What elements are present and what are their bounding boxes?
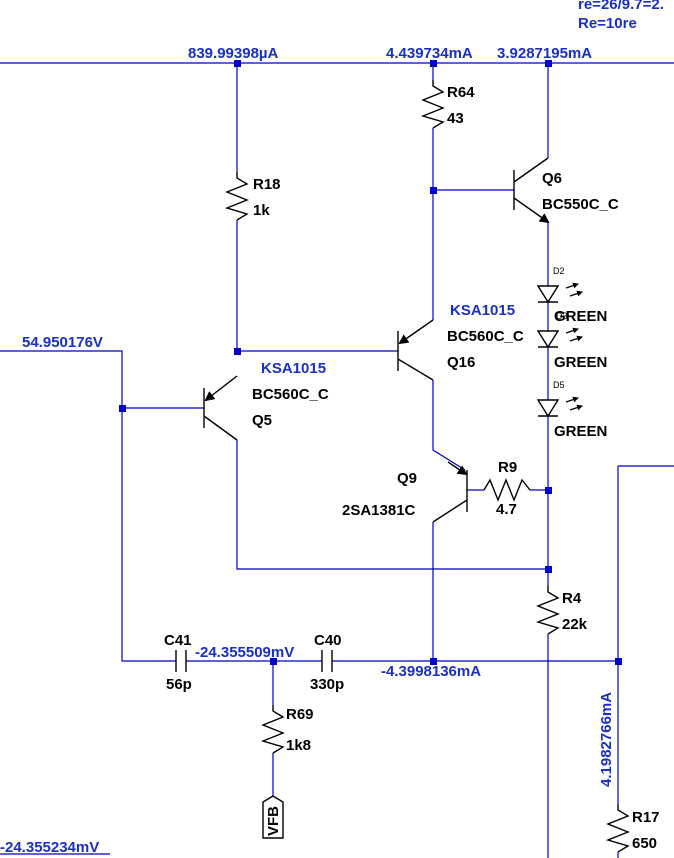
label-r9-value: 4.7 bbox=[496, 501, 517, 518]
led-d5[interactable] bbox=[536, 396, 583, 418]
label-q5-model: BC560C_C bbox=[252, 386, 329, 403]
label-v-input: 54.950176V bbox=[22, 334, 103, 351]
label-re-value: Re=10re bbox=[578, 15, 637, 32]
label-i-r64: 4.439734mA bbox=[386, 45, 473, 62]
label-r4-value: 22k bbox=[562, 616, 588, 633]
resistor-r4[interactable] bbox=[535, 586, 560, 635]
label-q16-alt: KSA1015 bbox=[450, 302, 515, 319]
led-d3[interactable] bbox=[536, 327, 583, 349]
net-label-vfb: VFB bbox=[265, 806, 282, 836]
component-labels: R64 43 R18 1k Q6 BC550C_C BC560C_C Q5 BC… bbox=[164, 84, 660, 852]
label-i-q6: 3.9287195mA bbox=[497, 45, 592, 62]
resistor-r18[interactable] bbox=[224, 172, 249, 221]
label-i-c40: -4.3998136mA bbox=[381, 663, 481, 680]
label-q6-ref: Q6 bbox=[542, 170, 562, 187]
label-d2-value: GREEN bbox=[554, 308, 607, 325]
label-v-mid: -24.355509mV bbox=[195, 644, 294, 661]
wires bbox=[0, 62, 674, 858]
label-d5-ref: D5 bbox=[553, 380, 565, 390]
label-r9-ref: R9 bbox=[498, 459, 517, 476]
transistor-q5[interactable] bbox=[203, 375, 238, 441]
resistor-r17[interactable] bbox=[605, 804, 630, 853]
label-c41-ref: C41 bbox=[164, 632, 192, 649]
label-d5-value: GREEN bbox=[554, 423, 607, 440]
label-r64-value: 43 bbox=[447, 110, 464, 127]
resistor-r9[interactable] bbox=[483, 478, 531, 502]
label-r18-value: 1k bbox=[253, 202, 270, 219]
label-q9-ref: Q9 bbox=[397, 470, 417, 487]
label-i-r18: 839.99398µA bbox=[188, 45, 279, 62]
label-r17-value: 650 bbox=[632, 835, 657, 852]
led-d2[interactable] bbox=[536, 282, 583, 304]
label-q5-ref: Q5 bbox=[252, 412, 272, 429]
net-flag-vfb[interactable]: VFB bbox=[262, 795, 284, 839]
capacitor-c40[interactable] bbox=[321, 650, 333, 672]
label-q16-ref: Q16 bbox=[447, 354, 475, 371]
label-q5-alt: KSA1015 bbox=[261, 360, 326, 377]
label-r64-ref: R64 bbox=[447, 84, 475, 101]
transistor-q16[interactable] bbox=[397, 319, 434, 381]
capacitor-c41[interactable] bbox=[175, 650, 187, 672]
label-r69-value: 1k8 bbox=[286, 737, 311, 754]
label-c41-value: 56p bbox=[166, 676, 192, 693]
label-v-bottom: -24.355234mV bbox=[0, 839, 99, 856]
resistor-r64[interactable] bbox=[420, 80, 445, 129]
label-r17-ref: R17 bbox=[632, 809, 660, 826]
label-q16-model: BC560C_C bbox=[447, 328, 524, 345]
label-re-calc: re=26/9.7=2. bbox=[578, 0, 664, 13]
label-r69-ref: R69 bbox=[286, 706, 314, 723]
label-q6-model: BC550C_C bbox=[542, 196, 619, 213]
label-c40-ref: C40 bbox=[314, 632, 342, 649]
junctions bbox=[119, 60, 622, 665]
label-i-r17: 4.1982766mA bbox=[598, 692, 615, 787]
resistor-r69[interactable] bbox=[260, 705, 285, 754]
label-d3-ref: D3 bbox=[556, 311, 568, 321]
label-q9-model: 2SA1381C bbox=[342, 502, 416, 519]
label-c40-value: 330p bbox=[310, 676, 344, 693]
label-r18-ref: R18 bbox=[253, 176, 281, 193]
transistor-q6[interactable] bbox=[513, 157, 550, 224]
label-r4-ref: R4 bbox=[562, 590, 582, 607]
transistor-q9[interactable] bbox=[432, 461, 468, 523]
label-d3-value: GREEN bbox=[554, 354, 607, 371]
label-d2-ref: D2 bbox=[553, 266, 565, 276]
